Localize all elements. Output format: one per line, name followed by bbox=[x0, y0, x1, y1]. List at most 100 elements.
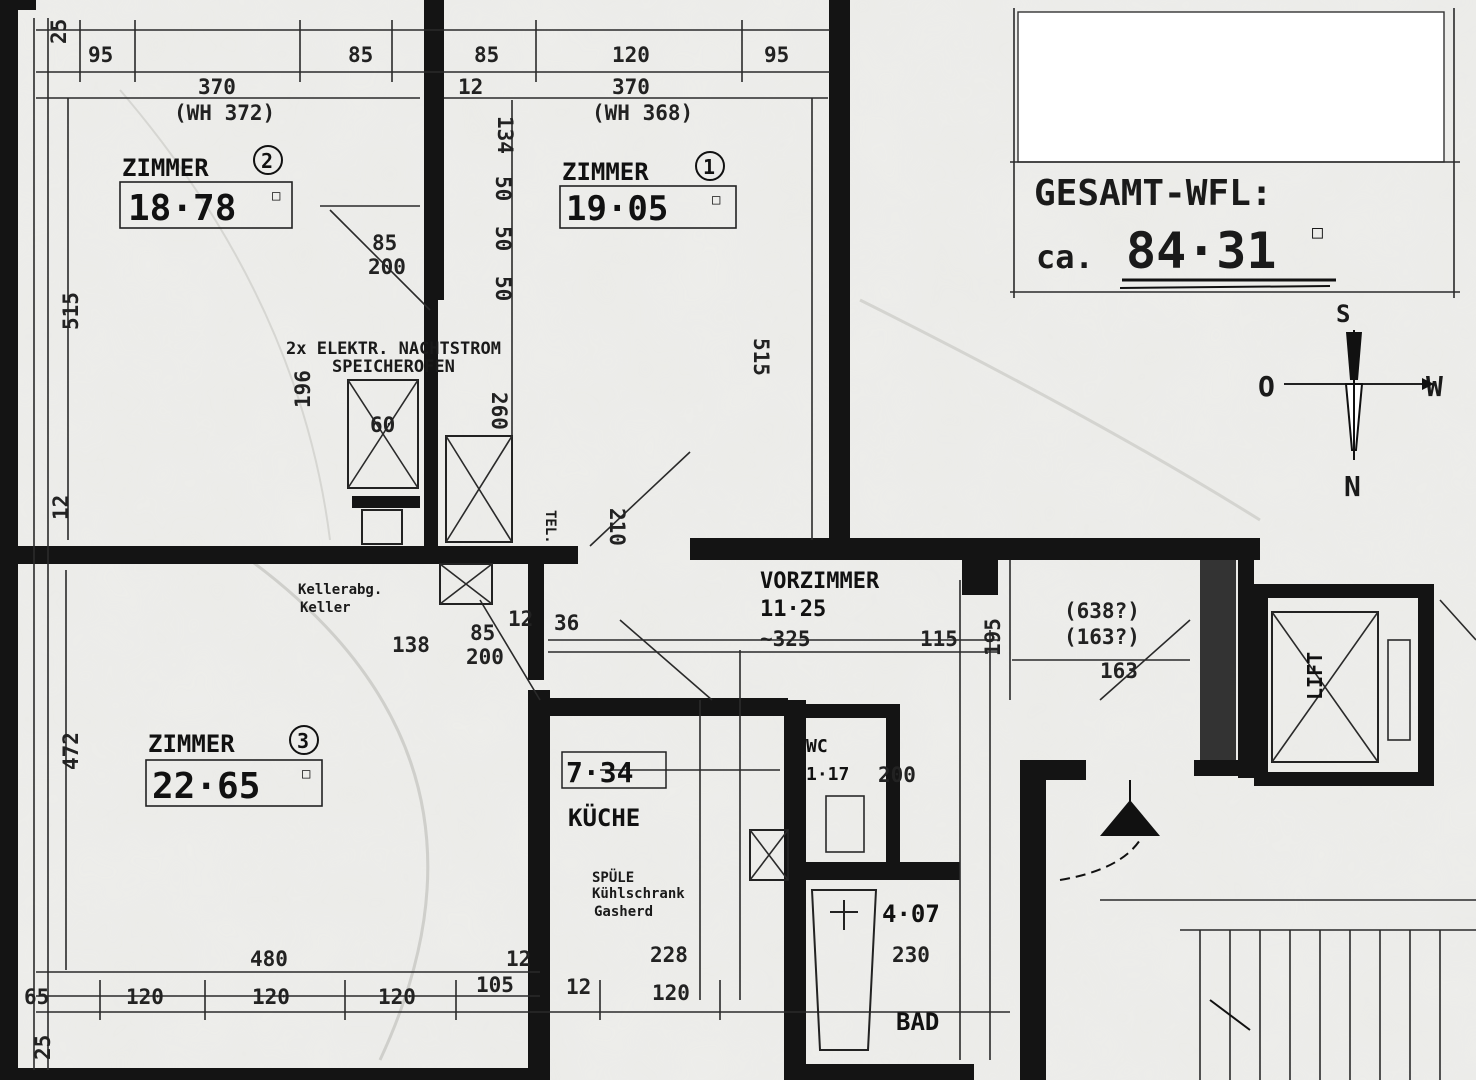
total-label: GESAMT-WFL: bbox=[1034, 173, 1272, 214]
dim-515b: 515 bbox=[749, 338, 773, 376]
vorzimmer-label: VORZIMMER bbox=[760, 569, 880, 594]
note-keller-2: Keller bbox=[300, 600, 351, 616]
dim-370a-sub: (WH 372) bbox=[174, 101, 275, 125]
dim-12e: 12 bbox=[566, 975, 591, 999]
room-vorzimmer: VORZIMMER 11·25 bbox=[760, 569, 880, 622]
wc-label: WC bbox=[806, 736, 828, 757]
dim-60: 60 bbox=[370, 413, 395, 437]
dim-228: 228 bbox=[650, 943, 688, 967]
compass-o: O bbox=[1258, 370, 1275, 403]
note-spuele-3: Gasherd bbox=[594, 904, 653, 920]
room-bad: 4·07 BAD bbox=[810, 889, 940, 1051]
total-area: 84·31 bbox=[1126, 222, 1277, 280]
zimmer2-label: ZIMMER bbox=[122, 154, 209, 182]
dim-120b: 120 bbox=[252, 985, 290, 1009]
dim-200b: 200 bbox=[466, 645, 504, 669]
heater-zimmer2 bbox=[347, 379, 419, 545]
svg-text:□: □ bbox=[1312, 222, 1323, 243]
dim-200c: 200 bbox=[878, 763, 916, 787]
dim-138: 138 bbox=[392, 633, 430, 657]
dim-163b: 163 bbox=[1100, 659, 1138, 683]
dim-370b-sub: (WH 368) bbox=[592, 101, 693, 125]
storage bbox=[439, 563, 1230, 760]
door-swings bbox=[320, 205, 1191, 701]
kueche-area: 7·34 bbox=[566, 756, 633, 789]
dim-195: 195 bbox=[981, 618, 1005, 656]
dim-105: 105 bbox=[476, 973, 514, 997]
dim-370a: 370 bbox=[198, 75, 236, 99]
dim-50b: 50 bbox=[491, 226, 515, 251]
compass-n: N bbox=[1344, 470, 1361, 503]
dim-85c: 85 bbox=[372, 231, 397, 255]
dim-50a: 50 bbox=[491, 176, 515, 201]
dim-196: 196 bbox=[291, 370, 315, 408]
dim-260: 260 bbox=[487, 392, 511, 430]
kueche-label: KÜCHE bbox=[568, 802, 640, 832]
dim-230: 230 bbox=[892, 943, 930, 967]
dim-12a: 12 bbox=[458, 75, 483, 99]
note-ofen-1: 2x ELEKTR. NACHTSTROM bbox=[286, 339, 501, 359]
note-spuele-2: Kühlschrank bbox=[592, 886, 685, 902]
bad-area: 4·07 bbox=[882, 900, 940, 928]
lift-label: LIFT bbox=[1303, 652, 1327, 700]
room-zimmer3: ZIMMER 3 22·65 □ bbox=[145, 725, 323, 807]
staircase bbox=[1059, 780, 1441, 1080]
zimmer3-area: 22·65 bbox=[152, 766, 260, 807]
walls bbox=[0, 0, 1434, 1080]
room-zimmer2: ZIMMER 2 18·78 □ bbox=[119, 145, 293, 229]
dim-163a: (163?) bbox=[1064, 625, 1140, 649]
compass-w: W bbox=[1426, 370, 1443, 403]
lift: LIFT bbox=[1271, 611, 1411, 763]
dim-120c: 120 bbox=[378, 985, 416, 1009]
room-wc: WC 1·17 bbox=[806, 736, 865, 853]
heater-zimmer1 bbox=[445, 435, 513, 543]
room-zimmer1: ZIMMER 1 19·05 □ bbox=[559, 151, 737, 229]
room-kueche: 7·34 KÜCHE bbox=[561, 751, 667, 832]
dim-638: (638?) bbox=[1064, 599, 1140, 623]
zimmer2-area: 18·78 bbox=[128, 188, 236, 229]
dim-200a: 200 bbox=[368, 255, 406, 279]
dim-120: 120 bbox=[612, 43, 650, 67]
dim-85a: 85 bbox=[348, 43, 373, 67]
compass-s: S bbox=[1336, 300, 1350, 328]
dim-210: 210 bbox=[605, 508, 629, 546]
dim-12d: 12 bbox=[506, 947, 531, 971]
dim-12c: 12 bbox=[508, 607, 533, 631]
dim-85d: 85 bbox=[470, 621, 495, 645]
zimmer3-label: ZIMMER bbox=[148, 730, 235, 758]
dim-480: 480 bbox=[250, 947, 288, 971]
zimmer3-number: 3 bbox=[297, 729, 309, 753]
note-tel: TEL. bbox=[542, 510, 558, 544]
dim-134: 134 bbox=[493, 116, 517, 154]
zimmer2-number: 2 bbox=[261, 149, 273, 173]
total-prefix: ca. bbox=[1036, 238, 1094, 276]
zimmer1-number: 1 bbox=[703, 155, 715, 179]
dim-65: 65 bbox=[24, 985, 49, 1009]
dim-120d: 120 bbox=[652, 981, 690, 1005]
dim-515a: 515 bbox=[59, 292, 83, 330]
dim-12b: 12 bbox=[49, 495, 73, 520]
compass: S O W N bbox=[1258, 300, 1443, 503]
heater-kueche bbox=[749, 829, 789, 881]
wc-area: 1·17 bbox=[806, 764, 849, 785]
svg-text:□: □ bbox=[302, 766, 311, 782]
dim-115: 115 bbox=[920, 627, 958, 651]
dim-50c: 50 bbox=[491, 276, 515, 301]
dim-25b: 25 bbox=[31, 1035, 55, 1060]
dim-95a: 95 bbox=[88, 43, 113, 67]
dim-472: 472 bbox=[59, 732, 83, 770]
bad-label: BAD bbox=[896, 1008, 939, 1036]
dim-370b: 370 bbox=[612, 75, 650, 99]
dim-325: ~325 bbox=[760, 627, 811, 651]
dim-120a: 120 bbox=[126, 985, 164, 1009]
dim-95b: 95 bbox=[764, 43, 789, 67]
title-block: GESAMT-WFL: ca. 84·31 □ bbox=[1010, 8, 1460, 298]
svg-text:□: □ bbox=[712, 192, 721, 208]
note-keller-1: Kellerabg. bbox=[298, 582, 382, 598]
note-spuele-1: SPÜLE bbox=[592, 868, 634, 886]
zimmer1-label: ZIMMER bbox=[562, 158, 649, 186]
vorzimmer-area: 11·25 bbox=[760, 597, 826, 622]
dim-85b: 85 bbox=[474, 43, 499, 67]
annotations: 2x ELEKTR. NACHTSTROM SPEICHEROFEN TEL. … bbox=[286, 339, 685, 920]
